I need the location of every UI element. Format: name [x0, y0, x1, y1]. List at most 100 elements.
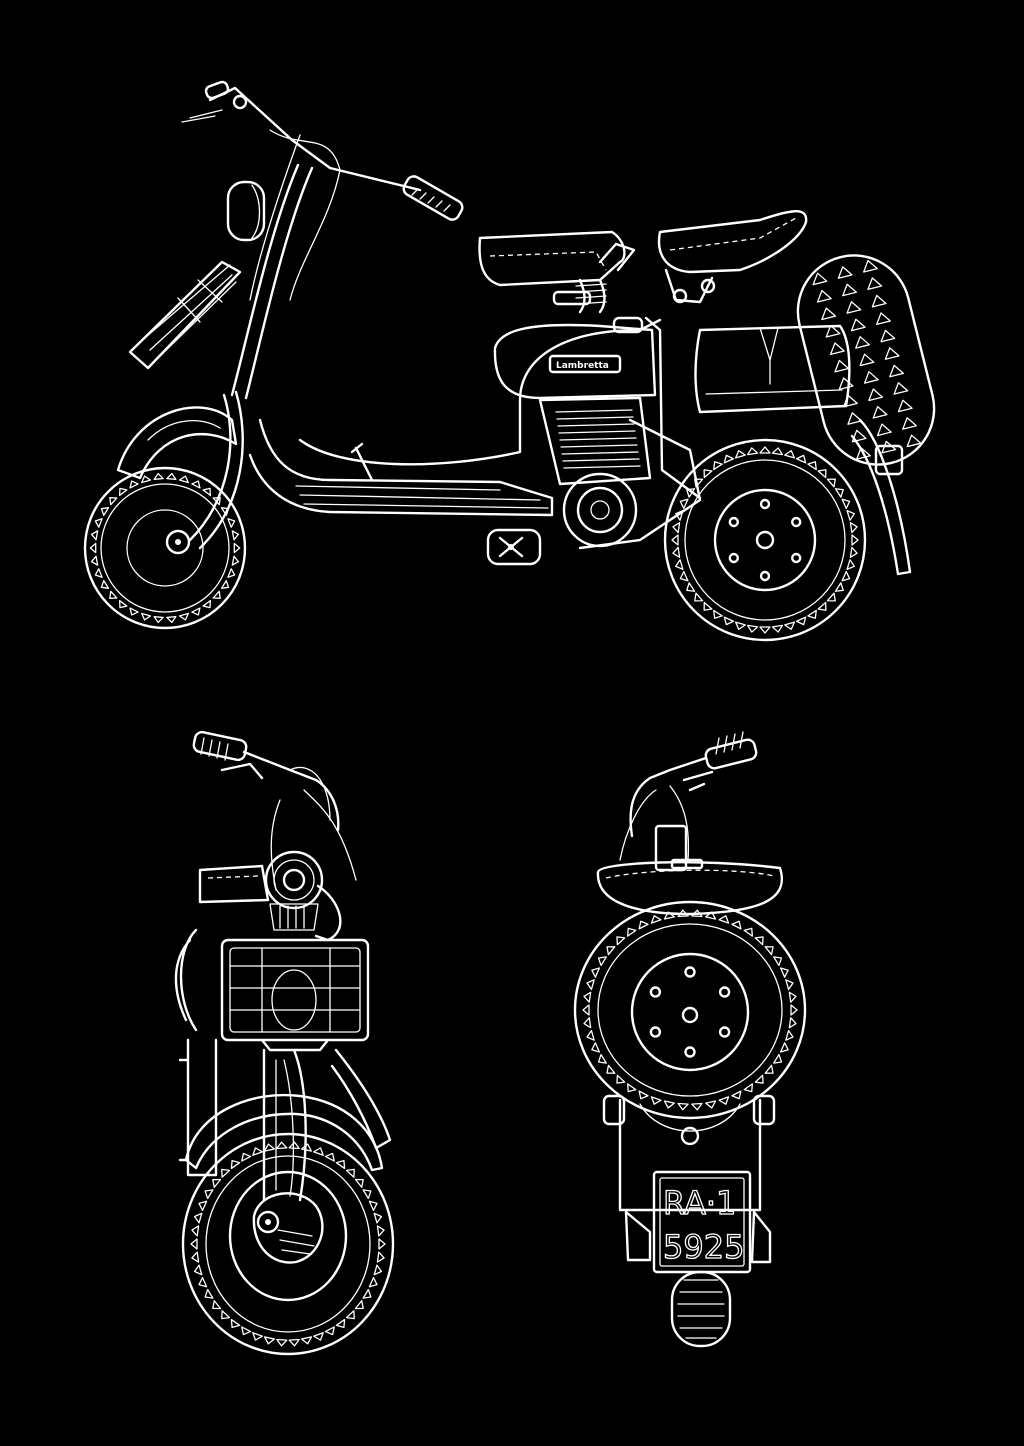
- tread-mark: [204, 1189, 214, 1200]
- tread-mark: [638, 920, 649, 930]
- tread-mark: [263, 1143, 276, 1152]
- tread-mark: [263, 1336, 276, 1345]
- wheel-bolt: [649, 1026, 662, 1038]
- tread-mark: [376, 1225, 385, 1237]
- tread-mark: [94, 568, 103, 578]
- tread-mark: [313, 1147, 324, 1156]
- tread-mark: [825, 324, 841, 338]
- tread-mark: [686, 488, 696, 498]
- tread-mark: [743, 1083, 754, 1093]
- tread-mark: [100, 507, 110, 516]
- tread-mark: [817, 469, 827, 479]
- tread-mark: [807, 609, 817, 619]
- rear-spare-bolts: [649, 966, 731, 1058]
- rear-spare-tread: [582, 909, 798, 1111]
- tread-mark: [626, 927, 637, 937]
- tread-mark: [231, 555, 240, 566]
- side-front-tread: [89, 472, 241, 624]
- wheel-bolt: [759, 498, 771, 510]
- engine-fin: [563, 465, 641, 469]
- front-view: [174, 730, 395, 1356]
- rear-view: RA·1 5925: [573, 731, 807, 1348]
- tread-mark: [846, 510, 855, 521]
- tread-mark: [731, 920, 742, 930]
- tread-mark: [663, 1100, 675, 1109]
- tread-mark: [354, 1300, 364, 1310]
- tread-mark: [276, 1338, 288, 1347]
- tread-mark: [212, 1300, 222, 1310]
- front-rear-tire: [174, 928, 198, 1032]
- tread-mark: [780, 967, 789, 978]
- tread-mark: [109, 590, 118, 599]
- tread-mark: [679, 498, 689, 510]
- tread-mark: [141, 612, 152, 621]
- engine-fin: [561, 451, 639, 455]
- tread-mark: [345, 1310, 355, 1320]
- tread-mark: [191, 1225, 200, 1237]
- tread-mark: [703, 601, 713, 611]
- tread-mark: [94, 518, 103, 528]
- tread-mark: [300, 1143, 313, 1152]
- tread-mark: [597, 956, 607, 967]
- tread-mark: [198, 1200, 208, 1212]
- tread-mark: [705, 911, 717, 920]
- tread-mark: [190, 1238, 198, 1250]
- tread-mark: [812, 272, 828, 286]
- tread-mark: [843, 394, 858, 408]
- rear-tire-bottom: [670, 1270, 732, 1348]
- engine-fin: [558, 430, 636, 434]
- tread-mark: [373, 1264, 383, 1276]
- rear-seat: [596, 824, 783, 916]
- tread-mark: [723, 616, 735, 626]
- tread-mark: [626, 1083, 637, 1093]
- tread-mark: [241, 1326, 252, 1336]
- tread-mark: [591, 967, 600, 978]
- tread-mark: [764, 946, 774, 956]
- wheel-bolt: [718, 1026, 731, 1038]
- engine-fin: [557, 423, 635, 427]
- side-front-fork: [188, 393, 232, 542]
- side-leg-shield: [248, 418, 554, 517]
- tread-mark: [788, 1017, 797, 1029]
- tread-mark: [851, 429, 867, 443]
- tread-mark: [679, 570, 689, 582]
- tread-mark: [241, 1152, 252, 1162]
- tread-mark: [324, 1152, 335, 1162]
- tread-mark: [859, 353, 875, 367]
- tread-mark: [764, 1064, 774, 1074]
- tread-mark: [691, 1102, 703, 1111]
- tread-mark: [606, 946, 616, 956]
- tread-mark: [677, 1102, 689, 1111]
- tread-mark: [784, 450, 795, 459]
- tread-mark: [129, 480, 139, 489]
- tread-mark: [731, 1090, 742, 1100]
- tread-mark: [221, 1168, 231, 1178]
- tread-mark: [871, 294, 887, 308]
- tread-mark: [829, 342, 845, 356]
- front-headlight: [264, 850, 324, 931]
- front-seat-right: [314, 884, 342, 942]
- tread-mark: [252, 1332, 263, 1341]
- tread-mark: [826, 478, 836, 488]
- tread-mark: [807, 461, 817, 471]
- side-exhaust: [486, 528, 542, 566]
- tread-mark: [90, 555, 99, 566]
- tread-mark: [735, 450, 746, 459]
- tread-mark: [851, 534, 859, 546]
- side-front-saddle: [478, 230, 636, 314]
- rear-plate-line-2: 5925: [663, 1228, 744, 1266]
- tread-mark: [759, 626, 771, 634]
- tread-mark: [671, 534, 679, 546]
- tread-mark: [705, 1100, 717, 1109]
- tread-mark: [785, 979, 794, 991]
- tread-mark: [893, 382, 909, 395]
- tread-mark: [582, 1004, 590, 1016]
- wheel-bolt: [728, 552, 739, 564]
- tread-mark: [376, 1251, 385, 1263]
- tread-mark: [191, 607, 201, 616]
- rear-license-plate: RA·1 5925: [652, 1170, 752, 1274]
- side-rear-saddle: [657, 210, 808, 304]
- tread-mark: [759, 446, 771, 454]
- tread-mark: [141, 475, 152, 484]
- tread-mark: [754, 936, 764, 946]
